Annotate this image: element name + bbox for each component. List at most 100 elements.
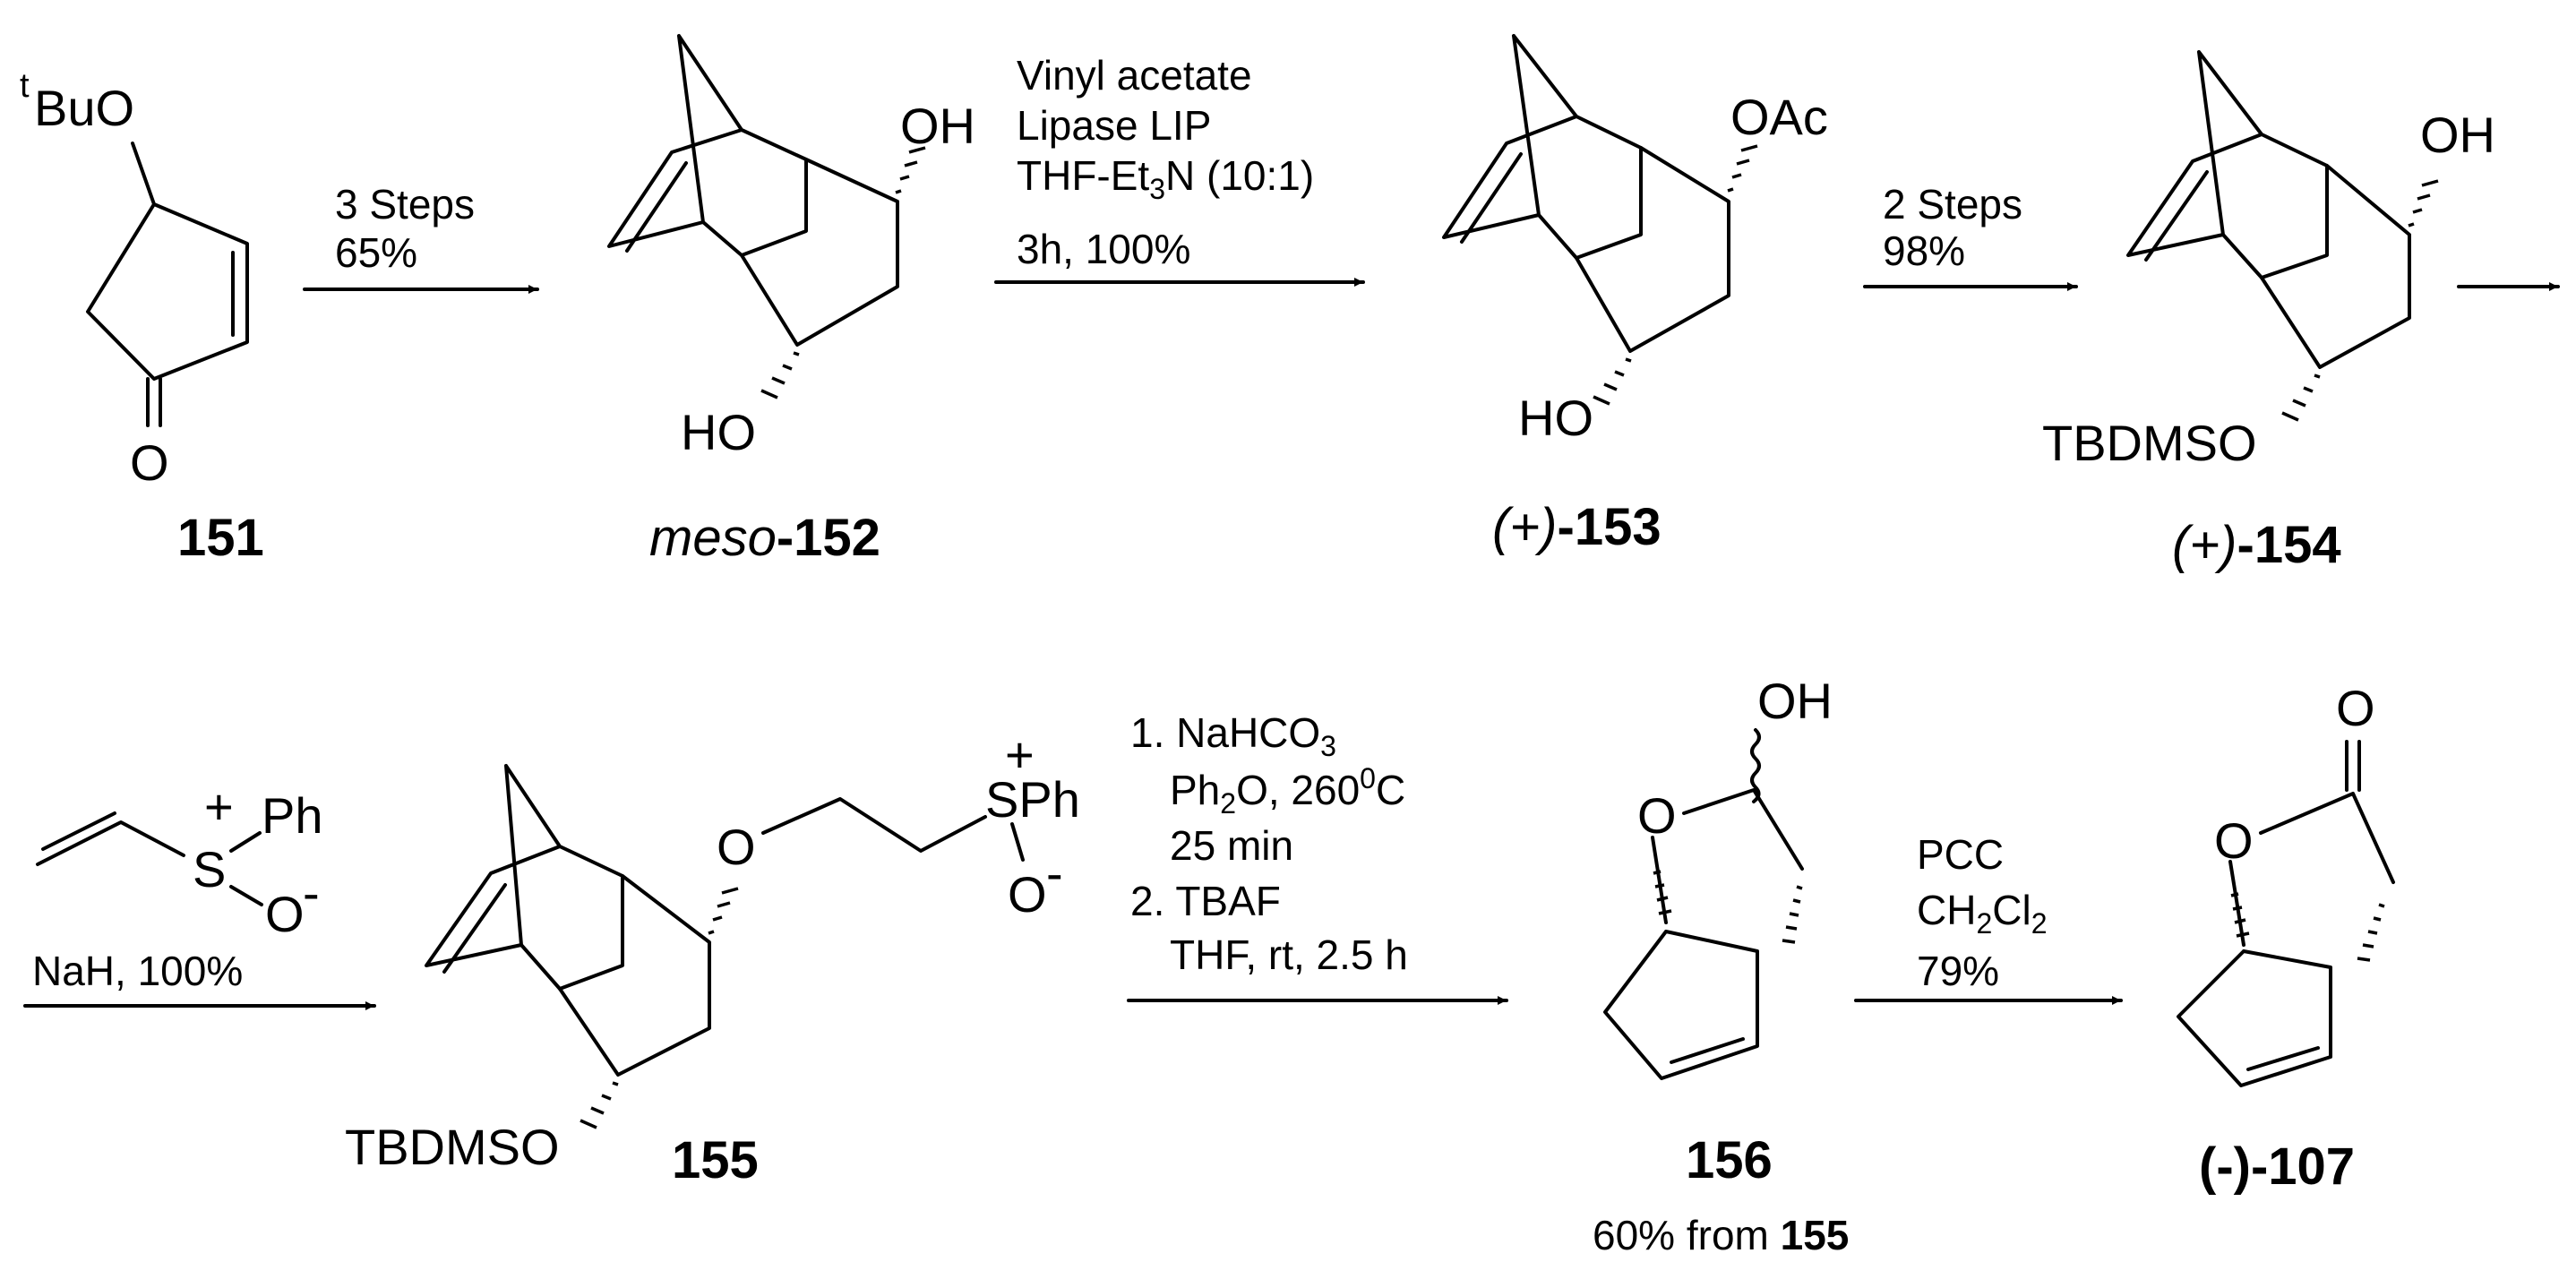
arrow-3-line-1: 2 Steps bbox=[1883, 181, 2022, 227]
hash-bond-o-156 bbox=[1653, 870, 1672, 915]
arrow-7-line-3: 79% bbox=[1917, 948, 1999, 994]
meso-prefix: meso bbox=[649, 509, 777, 567]
oh-hash-bond-154 bbox=[2408, 179, 2439, 227]
oh-label-152: OH bbox=[900, 98, 975, 154]
carbonyl-bond-151 bbox=[146, 377, 162, 427]
seven-ring-bonds-153 bbox=[1575, 146, 1730, 353]
svg-text:meso-152: meso-152 bbox=[649, 509, 880, 567]
compound-label-156: 156 bbox=[1686, 1131, 1773, 1189]
compound-154: OH TBDMSO (+)-154 bbox=[2042, 50, 2495, 574]
arrow-2: Vinyl acetate Lipase LIP THF-Et3N (10:1)… bbox=[994, 52, 1365, 287]
arrow-1: 3 Steps 65% bbox=[303, 181, 539, 294]
sulfoxide-ph: Ph bbox=[262, 787, 323, 844]
tbu-superscript: t bbox=[20, 67, 30, 105]
norbornene-double-bond-153 bbox=[1460, 152, 1523, 244]
compound-153: OAc HO (+)-153 bbox=[1442, 34, 1828, 556]
cyclopentene-bonds-156 bbox=[1603, 930, 1759, 1080]
svg-text:(+)-153: (+)-153 bbox=[1492, 498, 1662, 556]
ring-o-156: O bbox=[1637, 787, 1677, 844]
seven-ring-bonds-155 bbox=[558, 874, 711, 1077]
norbornene-double-bond-152 bbox=[625, 161, 688, 253]
yield-note-156: 60% from 155 bbox=[1593, 1212, 1849, 1258]
s-o-bond bbox=[229, 885, 263, 906]
prefix-154: (+) bbox=[2172, 516, 2237, 574]
hash-bond-c-107 bbox=[2357, 903, 2385, 962]
s-o-bond-155 bbox=[1010, 822, 1025, 862]
lactol-ring-bonds-156 bbox=[1651, 788, 1804, 924]
otbs-label-154: TBDMSO bbox=[2042, 415, 2257, 471]
compound-label-151: 151 bbox=[177, 509, 264, 567]
compound-155: O + SPh O - TBDMSO 155 bbox=[345, 726, 1080, 1189]
otbs-hash-bond-154 bbox=[2281, 373, 2321, 422]
tbuo-label: BuO bbox=[34, 80, 134, 136]
norbornene-bonds-153 bbox=[1442, 34, 1643, 260]
oh-label-154: OH bbox=[2420, 107, 2495, 163]
arrow-1-line-1: 3 Steps bbox=[335, 181, 475, 227]
ring-bonds-151 bbox=[86, 142, 249, 381]
arrow-2-line-1: Vinyl acetate bbox=[1017, 52, 1252, 99]
sph-label-155: SPh bbox=[985, 771, 1080, 828]
oh-hash-bond-152 bbox=[895, 146, 926, 194]
compound-label-153: -153 bbox=[1558, 498, 1662, 556]
compound-107: O O (-)-107 bbox=[2177, 680, 2395, 1196]
hash-bond-c-156 bbox=[1782, 885, 1803, 944]
compound-label-107: (-)-107 bbox=[2199, 1137, 2355, 1196]
ho-hash-bond-152 bbox=[760, 351, 800, 399]
arrow-3: 2 Steps 98% bbox=[1863, 181, 2078, 291]
arrow-6: 1. NaHCO3 Ph2O, 2600C 25 min 2. TBAF THF… bbox=[1127, 709, 1508, 1005]
o-minus-155: O bbox=[1008, 866, 1047, 923]
reagent-vinyl-sulfoxide: + S Ph O - bbox=[36, 778, 323, 942]
compound-meso-152: OH HO meso-152 bbox=[607, 34, 975, 567]
arrow-6-step-2: 2. TBAF bbox=[1130, 878, 1281, 924]
prefix-153: (+) bbox=[1492, 498, 1558, 556]
compound-151: t BuO O 151 bbox=[20, 67, 264, 567]
norbornene-bonds-155 bbox=[425, 764, 624, 991]
arrow-7-line-2: CH2Cl2 bbox=[1917, 887, 2048, 940]
arrow-6-step-1: 1. NaHCO3 bbox=[1130, 709, 1336, 762]
norbornene-bonds-154 bbox=[2126, 50, 2329, 279]
arrow-6-step-1b: Ph2O, 2600C bbox=[1170, 762, 1405, 820]
arrow-2-line-2: Lipase LIP bbox=[1017, 102, 1211, 149]
compound-label-152: -152 bbox=[777, 509, 880, 567]
sulfonium-plus-155: + bbox=[1005, 726, 1035, 783]
arrow-2-line-4: 3h, 100% bbox=[1017, 226, 1190, 272]
compound-label-154: -154 bbox=[2237, 516, 2341, 574]
sulfoxide-minus: - bbox=[303, 864, 320, 921]
norbornene-double-bond-155 bbox=[442, 883, 507, 974]
oac-hash-bond-153 bbox=[1727, 144, 1758, 193]
minus-sign-155: - bbox=[1046, 845, 1063, 901]
sulfoxide-o: O bbox=[265, 886, 305, 942]
s-ph-bond bbox=[229, 831, 262, 853]
arrow-2-line-3: THF-Et3N (10:1) bbox=[1017, 152, 1314, 205]
arrow-5: NaH, 100% bbox=[23, 948, 376, 1010]
ether-hash-bond-155 bbox=[708, 887, 739, 935]
cyclopentene-bonds-107 bbox=[2177, 949, 2332, 1087]
seven-ring-bonds-154 bbox=[2260, 164, 2411, 369]
wavy-bond-156 bbox=[1750, 728, 1761, 803]
lactone-ring-bonds-107 bbox=[2228, 792, 2395, 947]
ho-hash-bond-153 bbox=[1593, 357, 1632, 406]
svg-text:(+)-154: (+)-154 bbox=[2172, 516, 2341, 574]
ho-label-152: HO bbox=[681, 404, 756, 460]
ethyl-chain-155 bbox=[761, 797, 987, 853]
vinyl-double-bond bbox=[41, 811, 116, 851]
arrow-7: PCC CH2Cl2 79% bbox=[1854, 831, 2123, 1005]
arrow-1-line-2: 65% bbox=[335, 229, 417, 276]
norbornene-bonds-152 bbox=[607, 34, 808, 257]
otbs-hash-bond-155 bbox=[580, 1081, 619, 1129]
arrow-6-step-1c: 25 min bbox=[1170, 822, 1293, 869]
ring-o-107: O bbox=[2214, 812, 2254, 869]
carbonyl-bond-107 bbox=[2345, 740, 2361, 792]
oh-label-156: OH bbox=[1757, 673, 1833, 729]
vinyl-bonds bbox=[36, 820, 185, 866]
sulfoxide-s: S bbox=[193, 841, 226, 897]
compound-label-155: 155 bbox=[672, 1131, 759, 1189]
arrow-6-step-2b: THF, rt, 2.5 h bbox=[1170, 931, 1408, 978]
seven-ring-bonds-152 bbox=[740, 158, 899, 347]
carbonyl-o-107: O bbox=[2336, 680, 2375, 736]
norbornene-double-bond-154 bbox=[2144, 170, 2209, 262]
arrow-5-below: NaH, 100% bbox=[32, 948, 243, 994]
hash-bond-o-107 bbox=[2230, 892, 2250, 938]
otbs-label-155: TBDMSO bbox=[345, 1119, 560, 1175]
